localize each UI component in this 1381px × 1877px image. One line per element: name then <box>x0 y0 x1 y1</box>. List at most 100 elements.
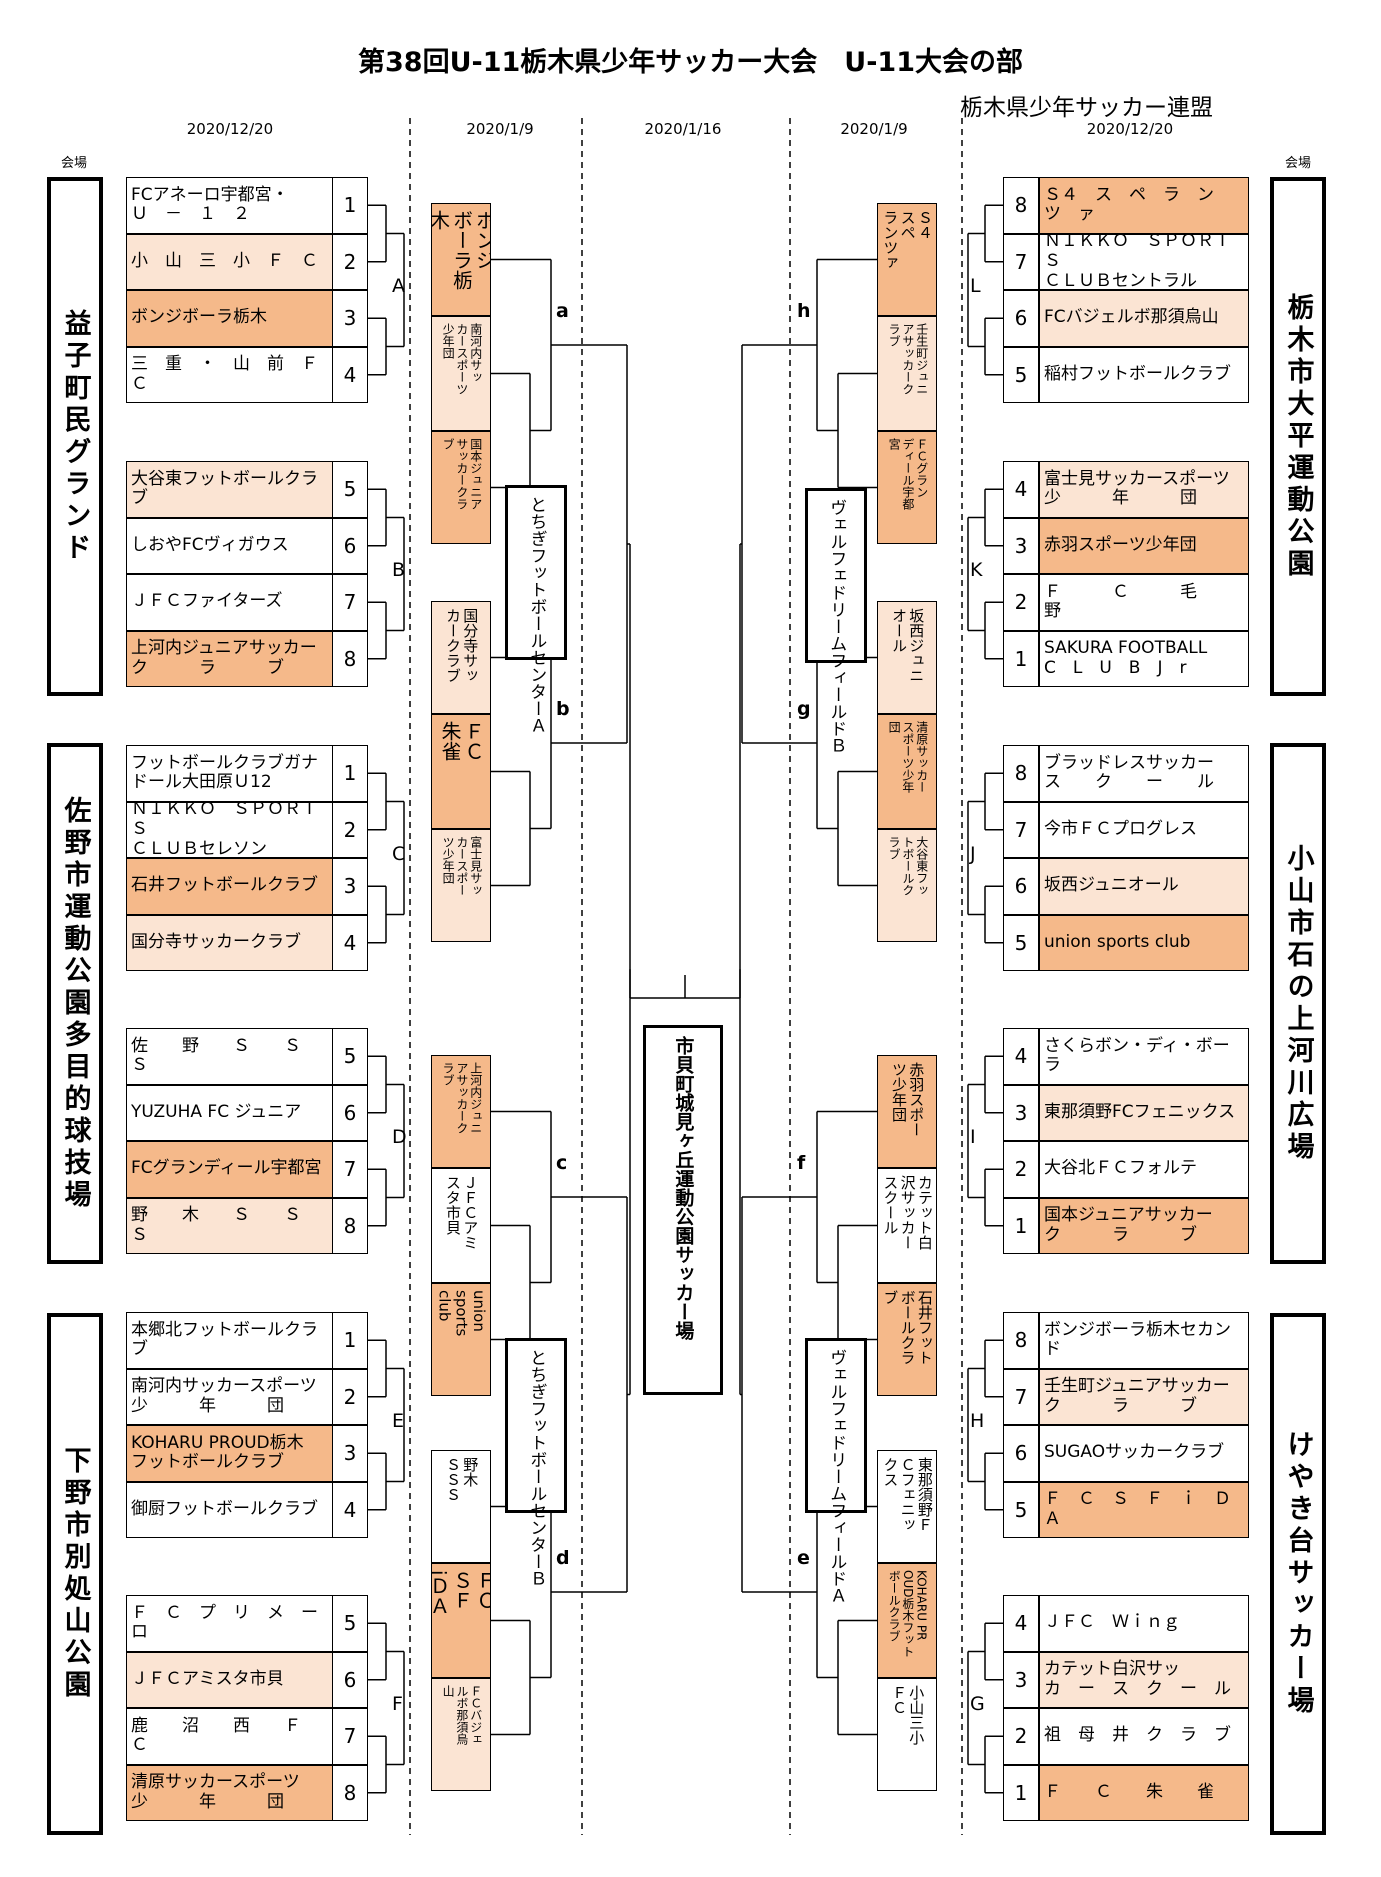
venue-right-label: 小山市石の上河川広場 <box>1282 843 1314 1164</box>
group-label: H <box>970 1410 985 1432</box>
team-name: 坂西ジュニオール <box>1039 858 1249 915</box>
team-name: ブラッドレスサッカー ス ク ー ル <box>1039 745 1249 802</box>
sf-venue-box-b: とちぎフットボールセンターＢ <box>505 1338 567 1587</box>
qf-team-box: ＦＣ ＳＦ iＤＡ <box>431 1563 491 1678</box>
team-name: ＮＩＫＫＯ ＳＰＯＲＴＳ ＣＬＵＢセントラル <box>1039 233 1249 290</box>
team-name: 国本ジュニアサッカー ク ラ ブ <box>1039 1197 1249 1254</box>
group-label: D <box>392 1126 407 1148</box>
qf-team-name: 石井フット ボールクラ ブ <box>881 1290 934 1365</box>
group-label: I <box>970 1126 976 1148</box>
team-name: ボンジボーラ栃木 <box>126 290 333 347</box>
qf-team-box: ＦＣバジェ ルボ那須烏 山 <box>431 1678 491 1791</box>
team-seed: 8 <box>1003 745 1039 802</box>
team-seed: 7 <box>332 1708 368 1765</box>
qf-team-box: ＦＣグラン ディール宇都 宮 <box>877 431 937 544</box>
sf-venue-box-d: ヴェルフェドリームフィールドＡ <box>805 1338 867 1604</box>
team-seed: 1 <box>1003 1764 1039 1821</box>
venue-left-2: 佐野市運動公園多目的球技場 <box>47 743 103 1264</box>
team-seed: 4 <box>332 914 368 971</box>
team-seed: 2 <box>1003 1708 1039 1765</box>
team-name: さくらボン・ディ・ボーラ <box>1039 1028 1249 1085</box>
team-name: Ｓ４ ス ペ ラ ン ツ ァ <box>1039 177 1249 234</box>
team-seed: 7 <box>1003 233 1039 290</box>
team-name: 赤羽スポーツ少年団 <box>1039 517 1249 574</box>
team-seed: 1 <box>332 177 368 234</box>
qf-team-name: 清原サッカー スポーツ少年 団 <box>887 721 929 793</box>
team-name: カテット白沢サッ カ ー ス ク ー ル <box>1039 1651 1249 1708</box>
sf-venue-label-a: とちぎフットボールセンターＡ <box>526 496 547 734</box>
qf-team-name: 富士見サッ カースポー ツ少年団 <box>441 836 483 896</box>
team-seed: 6 <box>332 1084 368 1141</box>
group-label: G <box>970 1693 985 1715</box>
team-seed: 8 <box>332 1197 368 1254</box>
team-seed: 1 <box>332 1312 368 1369</box>
team-seed: 3 <box>1003 517 1039 574</box>
team-name: 国分寺サッカークラブ <box>126 914 333 971</box>
organizer: 栃木県少年サッカー連盟 <box>960 95 1213 121</box>
team-name: 小 山 三 小 Ｆ Ｃ <box>126 233 333 290</box>
match-label: d <box>556 1546 570 1569</box>
team-seed: 1 <box>1003 1197 1039 1254</box>
group-label: A <box>392 275 405 297</box>
team-name: 御厨フットボールクラブ <box>126 1481 333 1538</box>
team-name: FCバジェルボ那須烏山 <box>1039 290 1249 347</box>
team-seed: 7 <box>332 574 368 631</box>
qf-team-box: union sports club <box>431 1283 491 1396</box>
qf-team-name: 国本ジュニア サッカークラ ブ <box>441 438 483 510</box>
qf-team-name: ボンジ ボーラ栃 木 <box>431 210 491 290</box>
qf-team-box: 東那須野Ｆ Ｃフェニッ クス <box>877 1450 937 1563</box>
team-name: FCグランディール宇都宮 <box>126 1141 333 1198</box>
qf-team-box: 小山三小 ＦＣ <box>877 1678 937 1791</box>
date-round1-right: 2020/12/20 <box>1086 120 1174 138</box>
qf-team-box: 上河内ジュニ アサッカーク ラブ <box>431 1055 491 1168</box>
team-name: 東那須野FCフェニックス <box>1039 1084 1249 1141</box>
match-label: b <box>556 697 570 720</box>
qf-team-box: ＪＦＣアミ スタ市貝 <box>431 1168 491 1283</box>
qf-team-name: Ｓ４ スペ ランツァ <box>881 210 934 270</box>
venue-right-3: けやき台サッカー場 <box>1270 1313 1326 1835</box>
team-name: ＪＦＣ Ｗｉｎｇ <box>1039 1595 1249 1652</box>
team-seed: 4 <box>332 346 368 403</box>
date-round1-left: 2020/12/20 <box>186 120 274 138</box>
team-name: 今市ＦＣプログレス <box>1039 801 1249 858</box>
team-name: FCアネーロ宇都宮・ Ｕ － １ ２ <box>126 177 333 234</box>
team-seed: 7 <box>1003 801 1039 858</box>
venue-right-2: 小山市石の上河川広場 <box>1270 743 1326 1264</box>
team-name: フットボールクラブガナ ドール大田原Ｕ12 <box>126 745 333 802</box>
venue-right-label: 栃木市大平運動公園 <box>1282 292 1314 581</box>
qf-team-name: 上河内ジュニ アサッカーク ラブ <box>441 1062 483 1134</box>
team-seed: 2 <box>1003 1141 1039 1198</box>
group-label: L <box>970 275 981 297</box>
team-seed: 2 <box>332 1368 368 1425</box>
team-name: 大谷北ＦＣフォルテ <box>1039 1141 1249 1198</box>
team-seed: 6 <box>332 517 368 574</box>
team-name: Ｆ Ｃ Ｓ Ｆ ｉ Ｄ Ａ <box>1039 1481 1249 1538</box>
team-seed: 2 <box>332 801 368 858</box>
qf-team-name: 東那須野Ｆ Ｃフェニッ クス <box>881 1457 934 1532</box>
team-seed: 5 <box>1003 346 1039 403</box>
team-name: 壬生町ジュニアサッカー ク ラ ブ <box>1039 1368 1249 1425</box>
team-name: 上河内ジュニアサッカー ク ラ ブ <box>126 630 333 687</box>
date-final: 2020/1/16 <box>644 120 722 138</box>
group-label: B <box>392 559 406 581</box>
qf-team-box: 坂西ジュニ オール <box>877 601 937 714</box>
team-name: 本郷北フットボールクラブ <box>126 1312 333 1369</box>
venue-header-left: 会場 <box>61 156 88 171</box>
qf-team-name: 壬生町ジュニ アサッカーク ラブ <box>887 323 929 395</box>
team-name: しおやFCヴィガウス <box>126 517 333 574</box>
qf-team-box: 南河内サッ カースポーツ 少年団 <box>431 316 491 431</box>
venue-left-label: 益子町民グランド <box>59 308 91 565</box>
qf-team-box: KOHARU PR OUD栃木フット ボールクラブ <box>877 1563 937 1678</box>
team-name: 石井フットボールクラブ <box>126 858 333 915</box>
page-title: 第38回U-11栃木県少年サッカー大会 U-11大会の部 <box>358 47 1023 78</box>
group-label: K <box>970 559 983 581</box>
qf-team-name: 野木 ＳＳＳ <box>444 1457 480 1502</box>
qf-team-name: 大谷東フッ トボールク ラブ <box>887 836 929 896</box>
qf-team-box: 赤羽スポー ツ少年団 <box>877 1055 937 1168</box>
sf-venue-box-a: とちぎフットボールセンターＡ <box>505 485 567 734</box>
team-seed: 3 <box>332 290 368 347</box>
match-label: g <box>797 697 811 720</box>
team-name: 三 重 ・ 山 前 Ｆ Ｃ <box>126 346 333 403</box>
team-name: Ｆ Ｃ 毛 野 <box>1039 574 1249 631</box>
